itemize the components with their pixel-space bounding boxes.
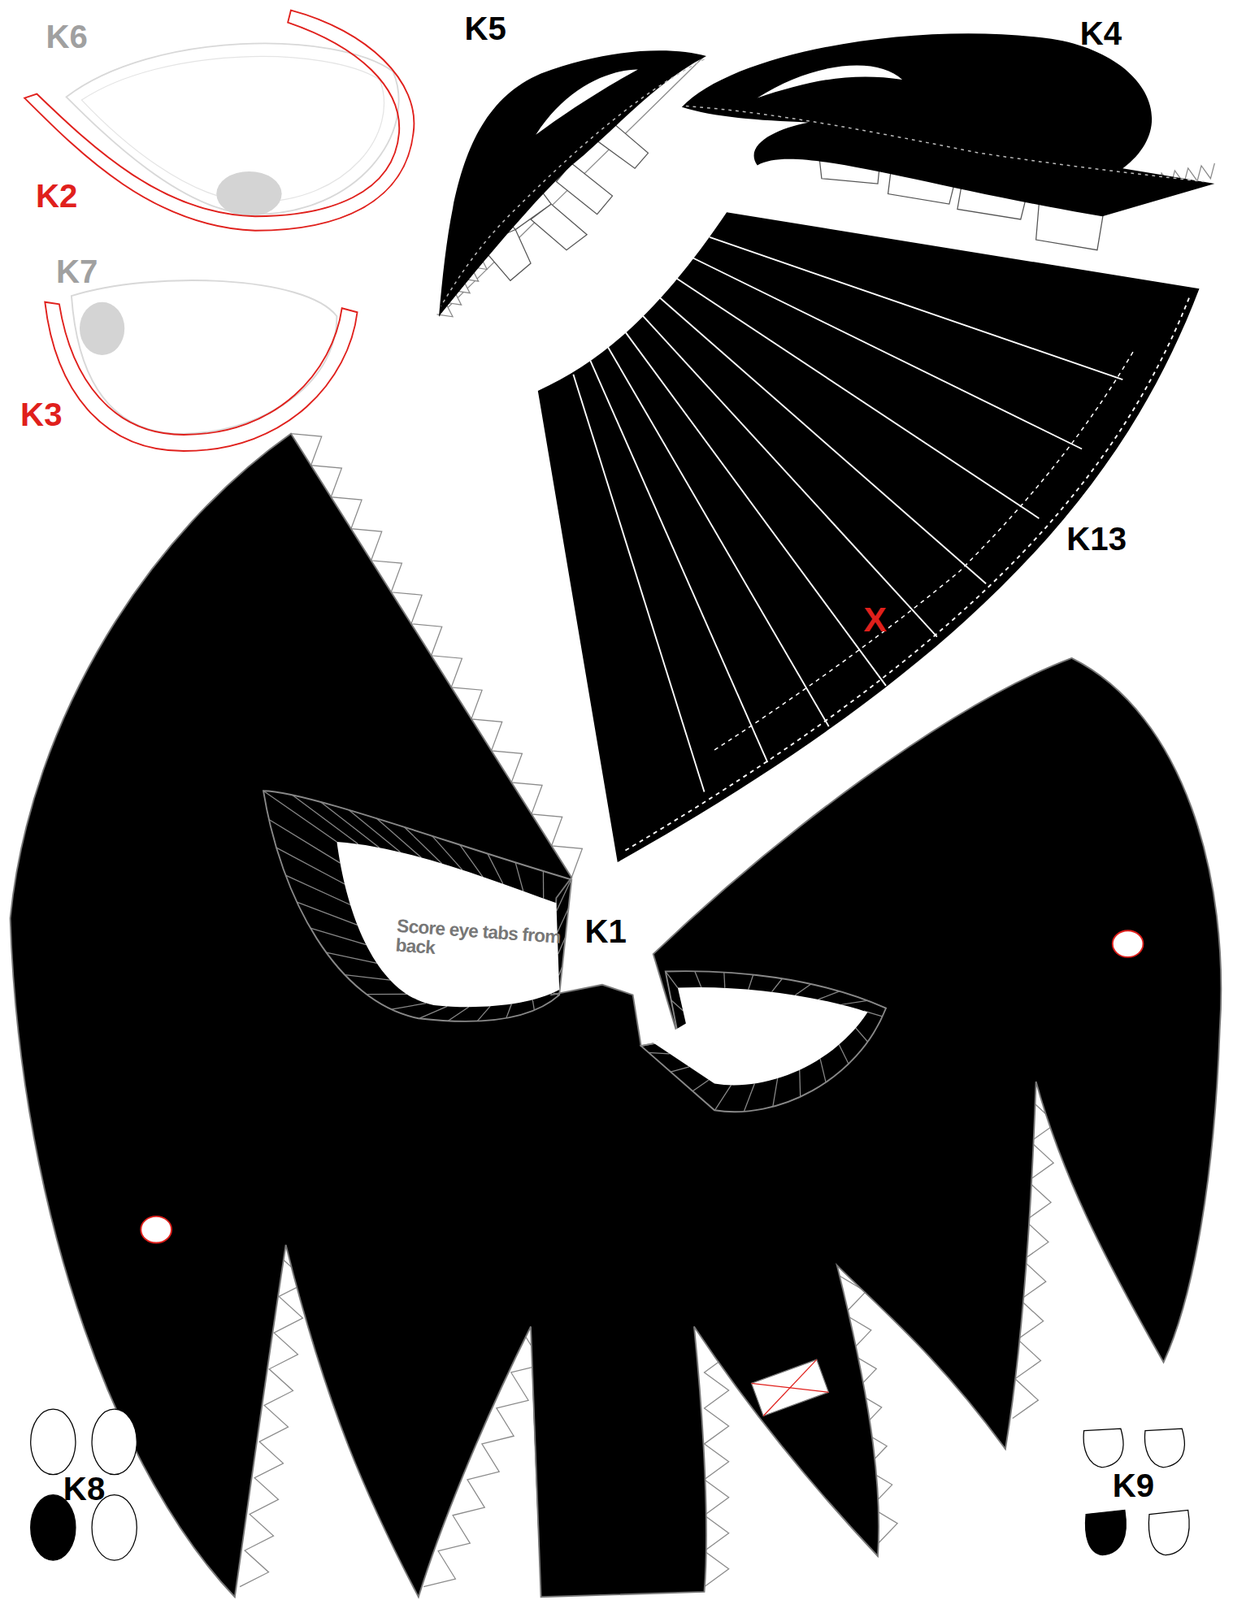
tab-cut-line <box>670 1067 690 1073</box>
part-name: K3 <box>20 398 62 431</box>
eye-white-outline <box>71 280 337 435</box>
tab-cut-line <box>542 871 545 899</box>
fold-line <box>641 314 938 638</box>
tab-cut-line <box>559 966 563 976</box>
tab-cut-line <box>391 1003 427 1011</box>
fold-line <box>573 374 704 793</box>
tab-cut-line <box>818 991 840 1000</box>
eye-rim-strip <box>44 302 357 452</box>
tab-cut-line <box>692 1080 709 1092</box>
tab-cut-line <box>344 975 391 981</box>
tab-cut-line <box>310 928 367 946</box>
pupil-part <box>91 1409 137 1475</box>
tab-cut-line <box>325 952 377 964</box>
fold-line <box>709 237 1123 380</box>
string-hole <box>1112 930 1144 958</box>
tab-cut-line <box>648 1052 670 1054</box>
fold-line <box>607 346 829 727</box>
fold-line <box>590 360 768 763</box>
tab-cut-line <box>714 1085 731 1111</box>
part-name: K5 <box>464 12 506 45</box>
tab-cut-line <box>863 1011 883 1017</box>
brow-part <box>438 50 707 317</box>
tab-cut-line <box>366 994 407 996</box>
tab-cut-line <box>743 1084 755 1112</box>
tab-cut-line <box>447 1007 469 1021</box>
brow-slit <box>757 65 903 98</box>
eye-highlight <box>216 171 282 217</box>
eye-rim-strip <box>24 10 414 231</box>
fold-line <box>685 106 1205 183</box>
tab-cut-line <box>665 971 678 988</box>
part-name: K9 <box>1112 1469 1155 1503</box>
small-part <box>1148 1510 1190 1555</box>
small-part <box>1083 1428 1124 1468</box>
tab-cut-line <box>694 971 702 988</box>
part-name: K4 <box>1080 17 1122 50</box>
tab-cut-line <box>320 802 379 848</box>
part-name: K8 <box>63 1472 105 1506</box>
fold-line <box>441 59 705 307</box>
eye-tab-outline <box>263 790 572 1022</box>
eye-highlight <box>79 302 125 356</box>
tab-cut-line <box>748 974 754 990</box>
slot-box <box>751 1359 830 1416</box>
brow-slit <box>535 69 639 135</box>
tab-cut-line <box>269 819 341 864</box>
mask-body <box>10 434 1222 1598</box>
tab-cut-line <box>419 1006 448 1019</box>
tab-cut-line <box>772 1078 778 1108</box>
fold-line <box>624 330 886 686</box>
tab-cut-line <box>552 993 560 996</box>
slot-cross <box>751 1359 830 1416</box>
part-name: K2 <box>35 179 78 213</box>
tab-cut-line <box>855 1028 869 1042</box>
small-part <box>1085 1510 1127 1555</box>
tab-cut-line <box>838 1045 849 1065</box>
part-name: K7 <box>56 255 98 288</box>
fold-line <box>658 296 986 584</box>
tab-cut-line <box>772 978 783 992</box>
part-name: K1 <box>585 915 627 948</box>
tab-cut-line <box>723 972 726 988</box>
small-part <box>1145 1428 1186 1468</box>
instruction-note: Score eye tabs from back <box>395 916 569 968</box>
eye-tab-outline <box>641 971 886 1112</box>
tab-cut-line <box>794 984 812 996</box>
brow-part <box>681 33 1215 217</box>
slot-cross <box>751 1359 830 1416</box>
part-name: K13 <box>1066 522 1127 556</box>
eye-hole <box>653 987 869 1086</box>
mark-label: X <box>863 602 886 638</box>
tab-cut-line <box>263 790 337 843</box>
pupil-part <box>30 1409 76 1475</box>
tab-cut-line <box>532 999 535 1011</box>
tab-cut-line <box>291 794 358 845</box>
eye-tab-lines <box>263 790 883 1112</box>
tab-cut-line <box>477 1006 491 1021</box>
part-name: K6 <box>46 20 88 53</box>
tab-cut-line <box>285 875 351 905</box>
fold-line <box>675 277 1039 519</box>
zigzag-tabs <box>703 1337 729 1588</box>
cut-out-slot <box>751 1359 830 1416</box>
tab-cut-line <box>798 1070 801 1098</box>
tab-cut-line <box>515 862 524 891</box>
string-hole <box>140 1216 172 1244</box>
tab-cut-line <box>820 1059 826 1083</box>
tab-cut-line <box>556 879 572 912</box>
tab-cut-line <box>841 1000 868 1005</box>
tab-cut-line <box>296 902 357 925</box>
tab-cut-line <box>506 1004 512 1019</box>
tab-cut-line <box>276 847 345 885</box>
fold-line <box>692 257 1082 449</box>
